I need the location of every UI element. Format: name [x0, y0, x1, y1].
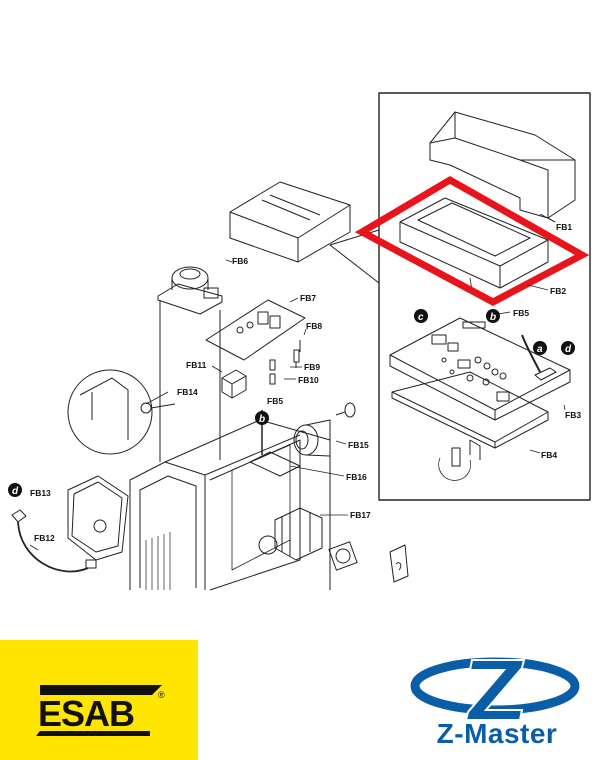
part-fb2-display: [399, 197, 549, 295]
zmaster-z-icon: [464, 659, 526, 721]
part-main-cover: [229, 181, 351, 263]
part-fb14-detail: [67, 369, 176, 455]
exploded-parts-diagram: c b a d b d FB1 FB2 FB5 FB3 FB4 FB6 FB7 …: [8, 92, 591, 591]
label-fb1: FB1: [556, 222, 572, 232]
label-fb17: FB17: [350, 510, 371, 520]
label-fb12: FB12: [34, 533, 55, 543]
part-fb7-pcb: [205, 299, 306, 361]
label-fb8: FB8: [306, 321, 322, 331]
esab-logo-background: [0, 640, 198, 760]
label-fb5-inset: FB5: [513, 308, 529, 318]
label-fb9: FB9: [304, 362, 320, 372]
part-fb15-motor: [293, 402, 356, 457]
part-fan-and-socket: [328, 541, 409, 583]
label-fb10: FB10: [298, 375, 319, 385]
label-fb14: FB14: [177, 387, 198, 397]
part-fb3-pcb: [389, 317, 571, 421]
marker-a: a: [537, 344, 543, 355]
part-fb17-transformer: [258, 507, 323, 561]
part-fb4-bracket: [391, 371, 549, 481]
esab-logo-wordmark: ESAB: [38, 693, 134, 734]
part-fb6-transformer: [157, 266, 223, 315]
label-fb2: FB2: [550, 286, 566, 296]
part-fb13-remote: [11, 475, 129, 573]
label-fb4: FB4: [541, 450, 557, 460]
label-fb7: FB7: [300, 293, 316, 303]
label-fb16: FB16: [346, 472, 367, 482]
marker-d-main: d: [12, 486, 19, 497]
esab-logo: ESAB ®: [0, 640, 198, 760]
detail-inset-frame: [378, 92, 591, 501]
marker-circles: [8, 309, 575, 497]
marker-c: c: [418, 312, 424, 323]
marker-d-inset: d: [565, 344, 572, 355]
label-fb13: FB13: [30, 488, 51, 498]
marker-b-inset: b: [490, 312, 496, 323]
part-fb1-cover: [429, 111, 576, 223]
zmaster-wordmark: Z-Master: [436, 718, 558, 749]
callout-wedge: [329, 229, 380, 284]
label-fb6: FB6: [232, 256, 248, 266]
label-fb5: FB5: [267, 396, 283, 406]
part-fb8-fb10-fuses: [269, 340, 301, 385]
part-fb11-switch: [221, 369, 247, 399]
zmaster-logo: [410, 657, 580, 721]
label-fb11: FB11: [186, 360, 207, 370]
esab-logo-stripes: [36, 685, 162, 736]
label-fb3: FB3: [565, 410, 581, 420]
part-fb16-board: [249, 451, 301, 477]
marker-b-main: b: [259, 414, 265, 425]
highlight-box: [354, 175, 590, 306]
esab-registered-mark: ®: [158, 690, 165, 700]
label-fb15: FB15: [348, 440, 369, 450]
